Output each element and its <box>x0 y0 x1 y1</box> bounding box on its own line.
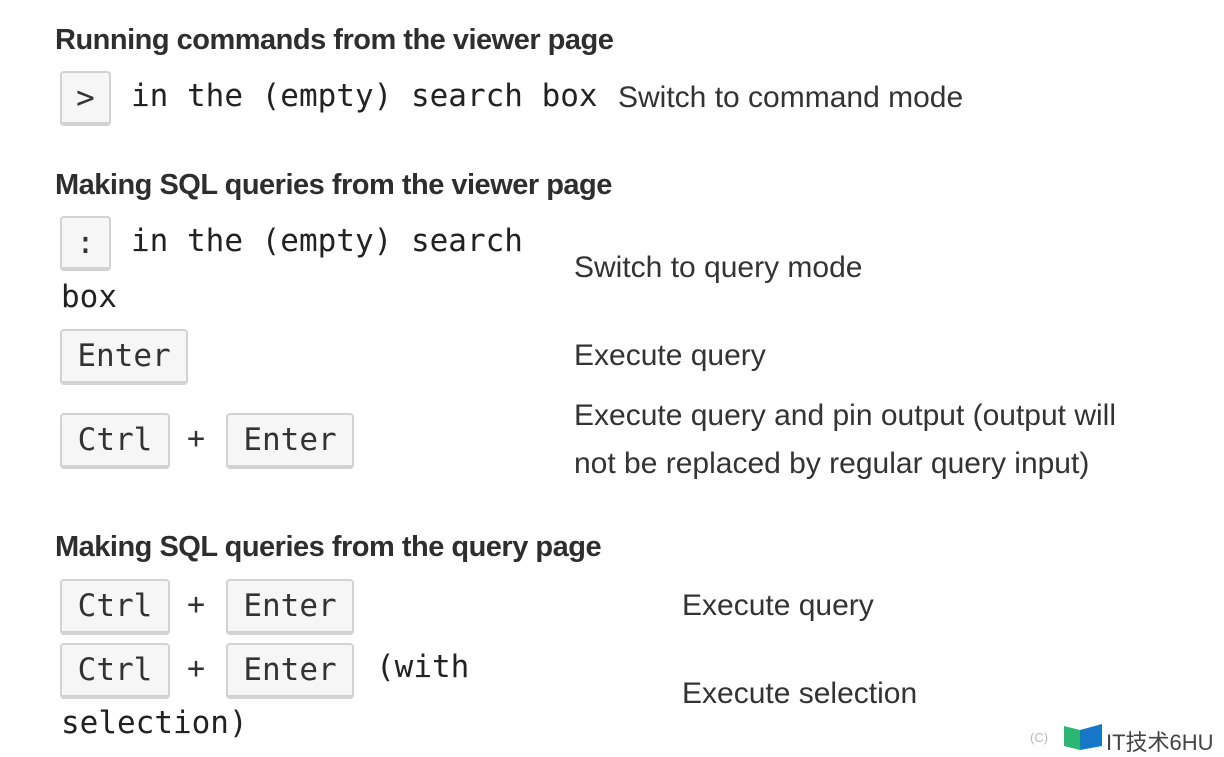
key-colon: : <box>60 216 111 271</box>
shortcut-context-text: selection) <box>61 705 248 741</box>
shortcut-description: not be replaced by regular query input) <box>574 447 1090 480</box>
shortcut-context-text: (with <box>376 649 470 685</box>
section-heading-viewer-queries: Making SQL queries from the viewer page <box>55 169 612 201</box>
shortcut-description: Execute selection <box>682 677 918 710</box>
shortcut-description: Execute query and pin output (output wil… <box>574 399 1117 432</box>
key-enter: Enter <box>226 643 354 699</box>
key-enter: Enter <box>226 413 354 469</box>
shortcut-description: Execute query <box>574 339 766 372</box>
key-plus: + <box>187 587 206 622</box>
watermark-circle-text: (C) <box>1030 730 1049 745</box>
key-enter: Enter <box>226 579 354 635</box>
shortcut-description: Switch to command mode <box>618 81 964 114</box>
key-plus: + <box>187 421 206 456</box>
watermark-logo-icon <box>1064 724 1102 750</box>
shortcut-description: Execute query <box>682 589 874 622</box>
shortcut-description: Switch to query mode <box>574 251 863 284</box>
key-ctrl: Ctrl <box>60 643 170 699</box>
key-ctrl: Ctrl <box>60 413 170 469</box>
shortcut-context-text: in the (empty) search box <box>131 78 598 114</box>
shortcut-context-text: box <box>61 279 117 315</box>
key-plus: + <box>187 651 206 686</box>
key-enter: Enter <box>60 329 188 385</box>
watermark-text: IT技术6HU <box>1106 730 1214 755</box>
section-heading-query-page: Making SQL queries from the query page <box>55 531 602 563</box>
shortcut-context-text: in the (empty) search <box>131 223 523 259</box>
key-ctrl: Ctrl <box>60 579 170 635</box>
section-heading-commands: Running commands from the viewer page <box>55 24 614 56</box>
key-greater-than: > <box>60 71 111 126</box>
